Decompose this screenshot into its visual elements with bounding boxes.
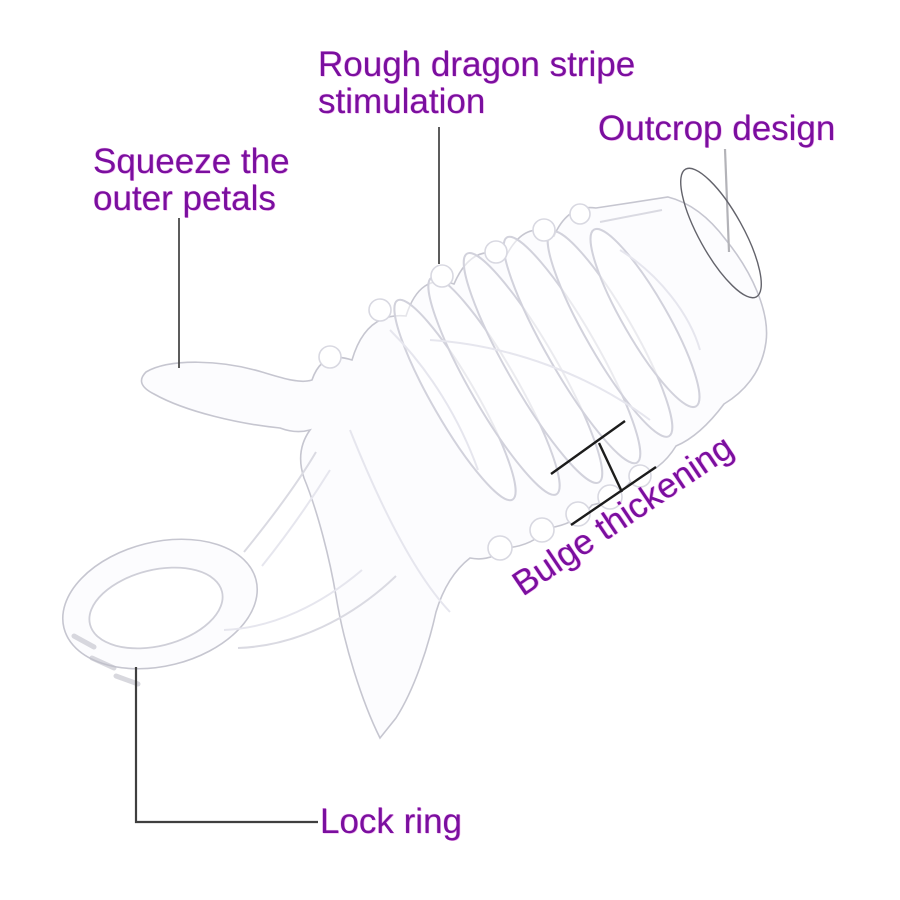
ring-strap-upper [243,451,317,553]
lock-ring-inner [88,566,224,650]
top-knob [569,203,591,225]
ring-texture-marks [71,633,141,687]
top-ridge-knobs [318,203,591,369]
top-knob [318,345,342,369]
ring-strap-lower-inner [223,569,363,631]
product-illustration [61,196,768,740]
body-reflection-2 [389,329,479,471]
lock-ring-label: Lock ring [320,802,463,841]
lock-ring-loop [61,451,397,687]
bulge-dimension-marker [550,420,657,526]
squeeze-petals-label: Squeeze the outer petals [93,142,290,219]
tip-rim-line [599,209,663,223]
rough-dragon-label: Rough dragon stripe stimulation [318,45,636,122]
body-reflection-3 [429,339,651,421]
tip-inner-reflection [619,249,701,351]
outcrop-callout-ellipse [680,167,762,299]
lock-ring-leader-line [134,667,318,824]
top-knob [368,298,392,322]
bottom-knob [565,501,591,527]
top-knob [532,218,556,242]
bottom-knob [487,535,513,561]
annotation-lines [134,127,762,824]
bottom-knob [529,517,555,543]
ring-strap-lower [237,575,397,649]
outcrop-design-label: Outcrop design [598,109,836,148]
ridge-bands [393,227,701,502]
body-reflection-1 [349,429,451,613]
ring-strap-upper-inner [261,469,331,567]
top-knob [484,240,508,264]
top-knob [430,264,454,288]
ridge-6 [589,227,701,409]
